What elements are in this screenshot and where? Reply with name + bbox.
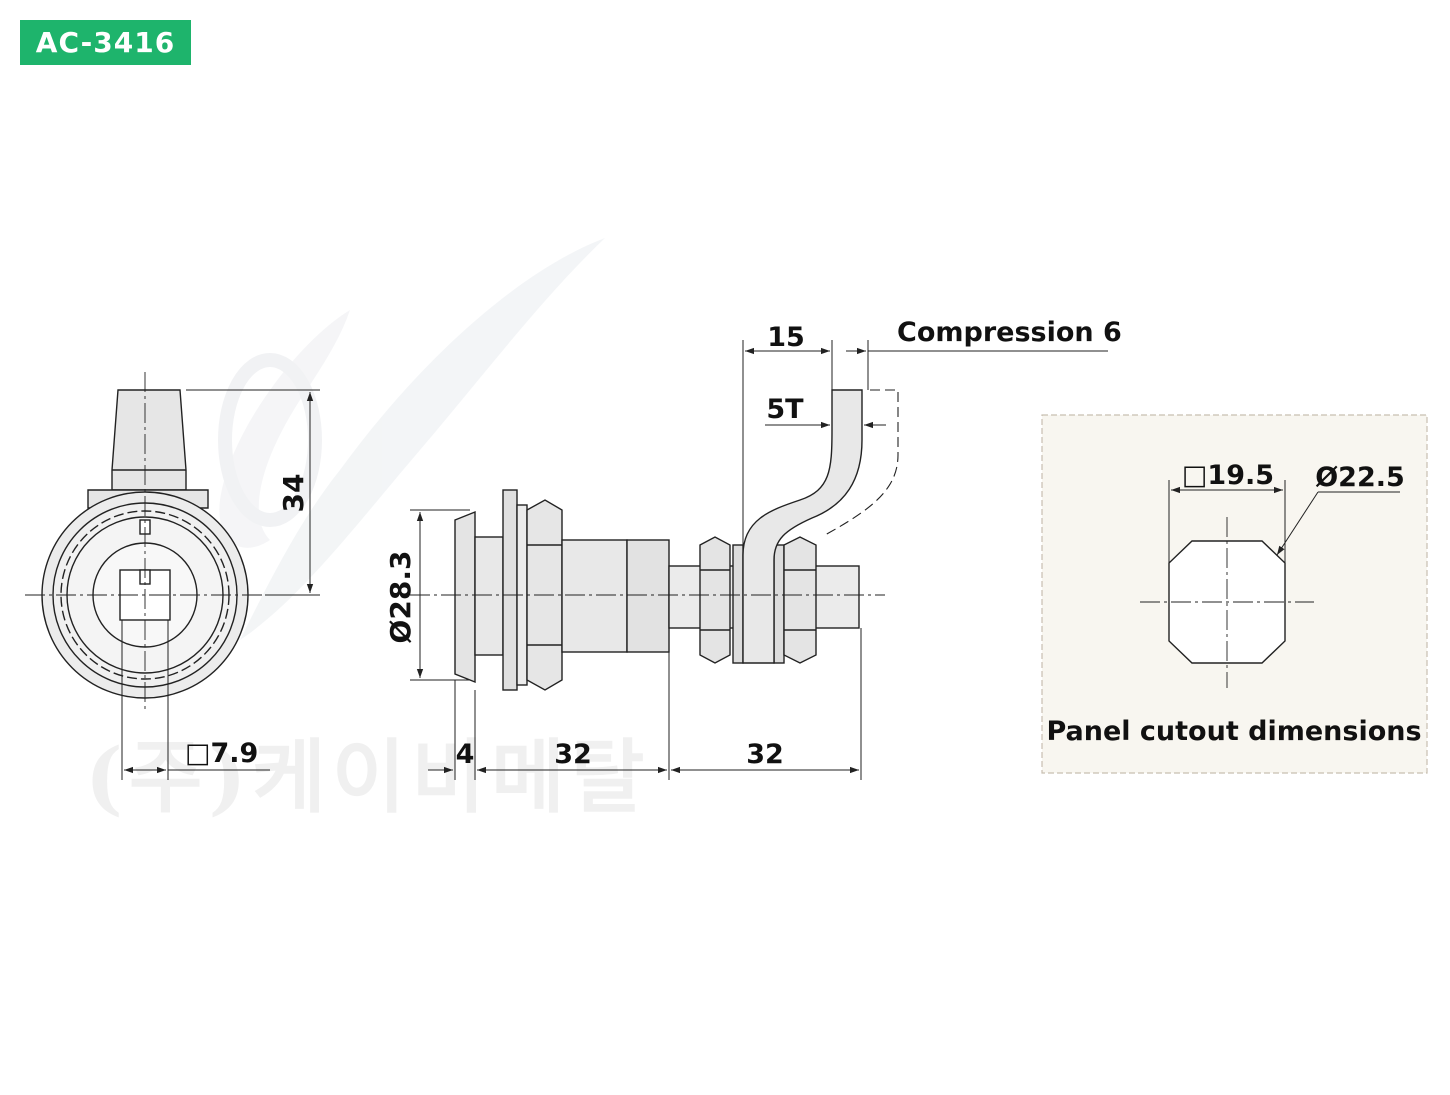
dim-thickness-label: 5T: [766, 394, 804, 425]
dim-top: [742, 340, 1108, 545]
logo-watermark: [218, 238, 605, 640]
dim-flange-label: 4: [456, 739, 475, 770]
dim-height-label: 34: [277, 474, 310, 513]
cutout-square-label: □19.5: [1182, 460, 1274, 491]
side-view: [410, 389, 899, 691]
dim-offset-label: 15: [767, 322, 805, 353]
front-view: [25, 372, 265, 710]
cutout-diameter-label: Ø22.5: [1315, 462, 1405, 493]
dim-compression-label: Compression 6: [897, 317, 1122, 348]
dim-stud-label: 32: [746, 739, 784, 770]
dim-body-label: 32: [554, 739, 592, 770]
cutout-caption: Panel cutout dimensions: [1046, 716, 1421, 747]
cutout-panel: [1041, 414, 1428, 774]
dim-diameter-label: Ø28.3: [384, 551, 417, 644]
dim-square-label: □7.9: [185, 738, 258, 769]
model-badge: AC-3416: [20, 20, 191, 65]
dim-square: [121, 620, 270, 780]
dim-bottom: [428, 628, 862, 780]
dim-diameter: [410, 509, 470, 681]
company-watermark: (주)케이비메탈: [85, 730, 650, 824]
dim-height: [186, 389, 320, 596]
